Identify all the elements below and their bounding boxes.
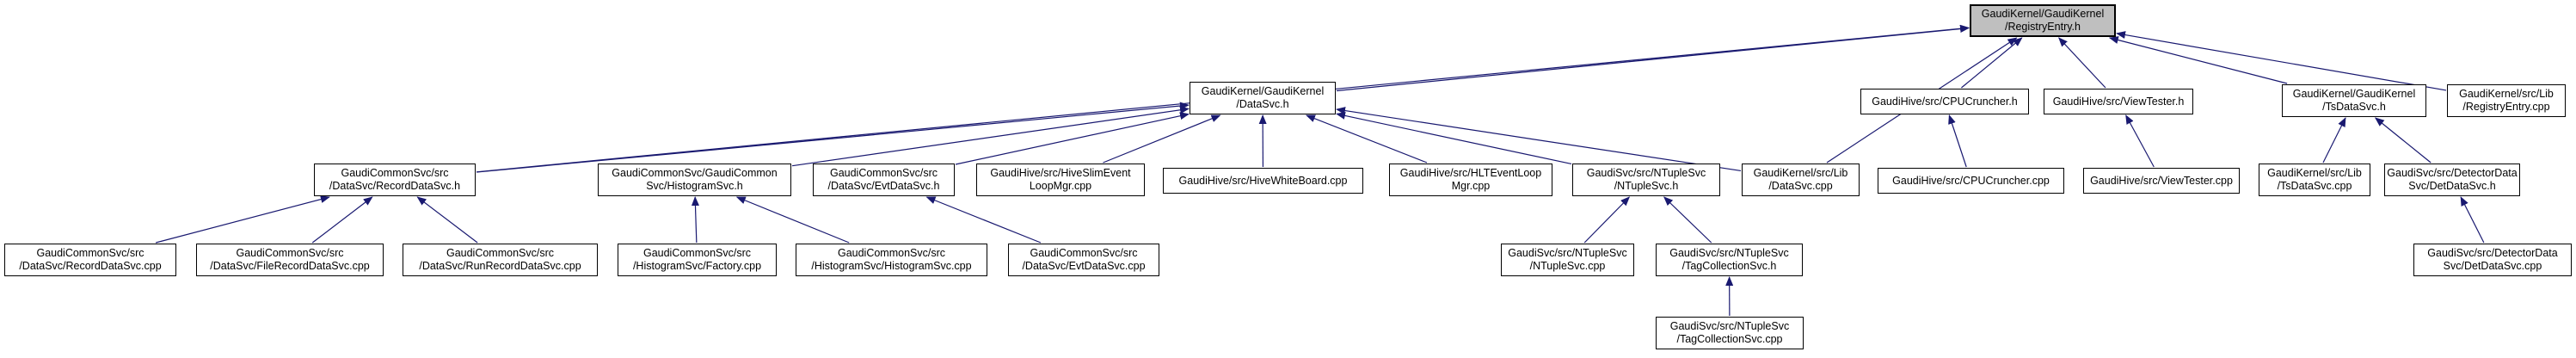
- node-label: GaudiSvc/src/DetectorData Svc/DetDataSvc…: [2387, 167, 2518, 192]
- graph-root-node-registry-entry-h: GaudiKernel/GaudiKernel /RegistryEntry.h: [1970, 4, 2116, 37]
- graph-node-det-data-svc-h[interactable]: GaudiSvc/src/DetectorData Svc/DetDataSvc…: [2384, 164, 2520, 196]
- node-label: GaudiKernel/GaudiKernel /TsDataSvc.h: [2292, 88, 2416, 113]
- include-edge-histogram-svc-cpp-to-histogram-svc-h: [735, 196, 850, 244]
- graph-node-hive-slim-event-loop-mgr-cpp[interactable]: GaudiHive/src/HiveSlimEvent LoopMgr.cpp: [976, 164, 1145, 196]
- graph-node-view-tester-h[interactable]: GaudiHive/src/ViewTester.h: [2044, 89, 2193, 114]
- include-edge-ntuple-svc-cpp-to-ntuple-svc-h: [1583, 196, 1631, 244]
- node-label: GaudiKernel/GaudiKernel /RegistryEntry.h: [1981, 8, 2105, 33]
- graph-node-det-data-svc-cpp[interactable]: GaudiSvc/src/DetectorData Svc/DetDataSvc…: [2413, 244, 2572, 276]
- node-label: GaudiHive/src/ViewTester.h: [2052, 95, 2185, 108]
- graph-node-data-svc-h[interactable]: GaudiKernel/GaudiKernel /DataSvc.h: [1190, 82, 1336, 114]
- graph-node-hlt-event-loop-mgr-cpp[interactable]: GaudiHive/src/HLTEventLoop Mgr.cpp: [1389, 164, 1552, 196]
- graph-node-tag-collection-svc-cpp[interactable]: GaudiSvc/src/NTupleSvc /TagCollectionSvc…: [1656, 317, 1804, 349]
- include-edge-ts-data-svc-h-to-registry-entry-h: [2108, 36, 2288, 84]
- graph-node-histogram-svc-h[interactable]: GaudiCommonSvc/GaudiCommon Svc/Histogram…: [598, 164, 791, 196]
- node-label: GaudiSvc/src/DetectorData Svc/DetDataSvc…: [2427, 247, 2558, 272]
- node-label: GaudiHive/src/CPUCruncher.h: [1872, 95, 2018, 108]
- include-edge-view-tester-cpp-to-view-tester-h: [2125, 114, 2155, 168]
- node-label: GaudiCommonSvc/src /DataSvc/RunRecordDat…: [419, 247, 581, 272]
- include-edge-view-tester-h-to-registry-entry-h: [2058, 37, 2106, 89]
- graph-node-evt-data-svc-h[interactable]: GaudiCommonSvc/src /DataSvc/EvtDataSvc.h: [813, 164, 955, 196]
- node-label: GaudiKernel/src/Lib /RegistryEntry.cpp: [2459, 88, 2554, 113]
- node-label: GaudiSvc/src/NTupleSvc /NTupleSvc.cpp: [1508, 247, 1627, 272]
- node-label: GaudiSvc/src/NTupleSvc /NTupleSvc.h: [1586, 167, 1706, 192]
- include-edge-ntuple-svc-h-to-data-svc-h: [1336, 112, 1572, 165]
- include-edge-histogram-svc-h-to-data-svc-h: [791, 106, 1190, 167]
- graph-node-evt-data-svc-cpp[interactable]: GaudiCommonSvc/src /DataSvc/EvtDataSvc.c…: [1008, 244, 1159, 276]
- include-edge-hlt-event-loop-mgr-cpp-to-data-svc-h: [1306, 114, 1428, 164]
- include-edge-record-data-svc-cpp-to-record-data-svc-h: [155, 195, 330, 244]
- graph-node-registry-entry-cpp[interactable]: GaudiKernel/src/Lib /RegistryEntry.cpp: [2447, 84, 2566, 117]
- graph-node-ntuple-svc-h[interactable]: GaudiSvc/src/NTupleSvc /NTupleSvc.h: [1572, 164, 1720, 196]
- include-edge-evt-data-svc-h-to-data-svc-h: [955, 112, 1190, 165]
- include-edge-evt-data-svc-cpp-to-evt-data-svc-h: [925, 196, 1042, 244]
- graph-node-record-data-svc-h[interactable]: GaudiCommonSvc/src /DataSvc/RecordDataSv…: [314, 164, 476, 196]
- node-label: GaudiKernel/src/Lib /DataSvc.cpp: [1753, 167, 1848, 192]
- graph-node-ts-data-svc-cpp[interactable]: GaudiKernel/src/Lib /TsDataSvc.cpp: [2259, 164, 2370, 196]
- node-label: GaudiCommonSvc/src /HistogramSvc/Factory…: [632, 247, 762, 272]
- node-label: GaudiCommonSvc/src /HistogramSvc/Histogr…: [811, 247, 972, 272]
- node-label: GaudiHive/src/HiveSlimEvent LoopMgr.cpp: [990, 167, 1131, 192]
- include-edge-file-record-data-svc-cpp-to-record-data-svc-h: [311, 196, 373, 244]
- graph-node-run-record-data-svc-cpp[interactable]: GaudiCommonSvc/src /DataSvc/RunRecordDat…: [403, 244, 598, 276]
- node-label: GaudiCommonSvc/src /DataSvc/FileRecordDa…: [210, 247, 370, 272]
- node-label: GaudiSvc/src/NTupleSvc /TagCollectionSvc…: [1669, 320, 1790, 345]
- graph-node-view-tester-cpp[interactable]: GaudiHive/src/ViewTester.cpp: [2083, 168, 2240, 194]
- node-label: GaudiHive/src/HLTEventLoop Mgr.cpp: [1399, 167, 1542, 192]
- include-edge-cpu-cruncher-h-to-registry-entry-h: [1961, 37, 2023, 89]
- graph-node-record-data-svc-cpp[interactable]: GaudiCommonSvc/src /DataSvc/RecordDataSv…: [4, 244, 176, 276]
- node-label: GaudiHive/src/HiveWhiteBoard.cpp: [1178, 174, 1348, 187]
- include-edge-ts-data-svc-cpp-to-ts-data-svc-h: [2322, 117, 2346, 164]
- graph-node-histogram-svc-cpp[interactable]: GaudiCommonSvc/src /HistogramSvc/Histogr…: [796, 244, 987, 276]
- include-edge-record-data-svc-h-to-data-svc-h: [476, 102, 1190, 173]
- graph-node-hive-white-board-cpp[interactable]: GaudiHive/src/HiveWhiteBoard.cpp: [1163, 168, 1363, 194]
- include-edge-cpu-cruncher-cpp-to-cpu-cruncher-h: [1948, 114, 1967, 168]
- graph-node-file-record-data-svc-cpp[interactable]: GaudiCommonSvc/src /DataSvc/FileRecordDa…: [196, 244, 384, 276]
- node-label: GaudiCommonSvc/src /DataSvc/EvtDataSvc.c…: [1022, 247, 1146, 272]
- node-label: GaudiCommonSvc/src /DataSvc/EvtDataSvc.h: [827, 167, 940, 192]
- include-edge-run-record-data-svc-cpp-to-record-data-svc-h: [416, 196, 478, 244]
- graph-node-ntuple-svc-cpp[interactable]: GaudiSvc/src/NTupleSvc /NTupleSvc.cpp: [1501, 244, 1634, 276]
- graph-node-data-svc-cpp[interactable]: GaudiKernel/src/Lib /DataSvc.cpp: [1742, 164, 1860, 196]
- node-label: GaudiHive/src/ViewTester.cpp: [2090, 174, 2233, 187]
- include-edge-factory-cpp-to-histogram-svc-h: [691, 196, 699, 244]
- node-label: GaudiHive/src/CPUCruncher.cpp: [1892, 174, 2050, 187]
- include-edge-hive-slim-event-loop-mgr-cpp-to-data-svc-h: [1103, 114, 1221, 164]
- node-label: GaudiCommonSvc/src /DataSvc/RecordDataSv…: [329, 167, 461, 192]
- graph-node-ts-data-svc-h[interactable]: GaudiKernel/GaudiKernel /TsDataSvc.h: [2282, 84, 2426, 117]
- node-label: GaudiKernel/src/Lib /TsDataSvc.cpp: [2267, 167, 2362, 192]
- node-label: GaudiCommonSvc/src /DataSvc/RecordDataSv…: [19, 247, 162, 272]
- include-edge-registry-entry-cpp-to-registry-entry-h: [2116, 31, 2447, 91]
- graph-node-tag-collection-svc-h[interactable]: GaudiSvc/src/NTupleSvc /TagCollectionSvc…: [1656, 244, 1803, 276]
- node-label: GaudiCommonSvc/GaudiCommon Svc/Histogram…: [612, 167, 778, 192]
- graph-node-cpu-cruncher-cpp[interactable]: GaudiHive/src/CPUCruncher.cpp: [1878, 168, 2064, 194]
- include-edge-det-data-svc-cpp-to-det-data-svc-h: [2460, 196, 2485, 244]
- include-edge-data-svc-cpp-to-data-svc-h: [1336, 107, 1742, 172]
- node-label: GaudiKernel/GaudiKernel /DataSvc.h: [1201, 85, 1325, 110]
- include-edge-det-data-svc-h-to-ts-data-svc-h: [2375, 117, 2432, 164]
- include-edge-tag-collection-svc-h-to-ntuple-svc-h: [1663, 196, 1712, 244]
- graph-node-cpu-cruncher-h[interactable]: GaudiHive/src/CPUCruncher.h: [1860, 89, 2029, 114]
- node-label: GaudiSvc/src/NTupleSvc /TagCollectionSvc…: [1669, 247, 1789, 272]
- graph-node-factory-cpp[interactable]: GaudiCommonSvc/src /HistogramSvc/Factory…: [618, 244, 777, 276]
